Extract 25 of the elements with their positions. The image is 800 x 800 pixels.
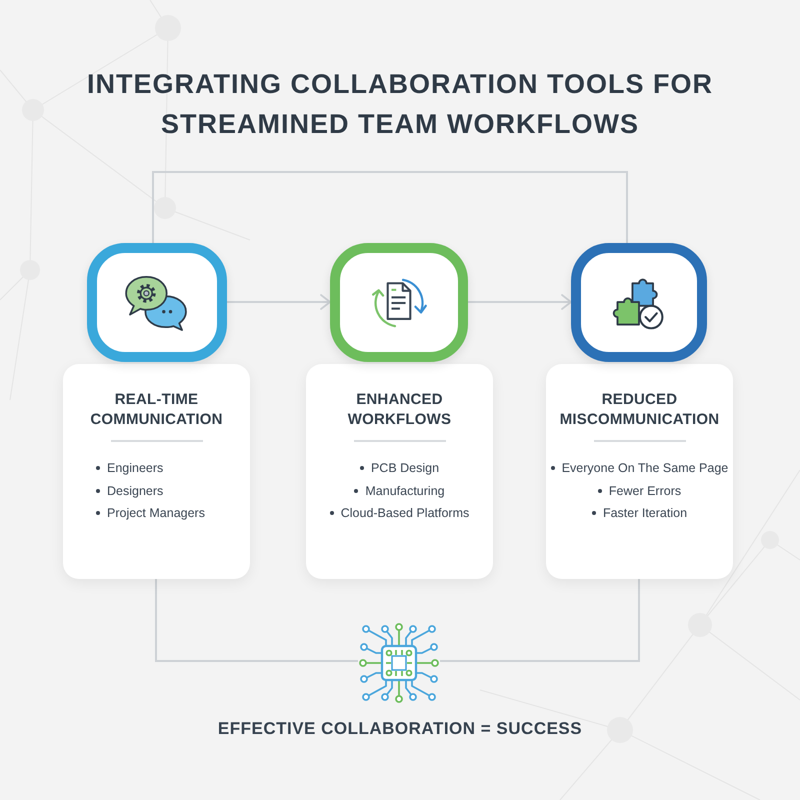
list-item: Manufacturing xyxy=(365,484,445,498)
card-heading: REAL-TIME COMMUNICATION xyxy=(90,390,224,430)
list-item: Cloud-Based Platforms xyxy=(340,506,470,520)
info-card xyxy=(546,364,733,579)
list-item: Project Managers xyxy=(107,506,205,520)
connector-line xyxy=(155,579,358,662)
diagram-title: INTEGRATING COLLABORATION TOOLS FOR STREAMINED TEAM WORKFLOWS xyxy=(86,68,714,141)
card-heading: REDUCED MISCOMMUNICATION xyxy=(559,390,720,430)
icon-tile xyxy=(330,243,468,362)
icon-tile xyxy=(571,243,707,362)
list-item: Fewer Errors xyxy=(608,484,682,498)
tagline: EFFECTIVE COLLABORATION = SUCCESS xyxy=(217,718,583,740)
icon-tile xyxy=(87,243,227,362)
card-heading: ENHANCED WORKFLOWS xyxy=(347,390,452,430)
list-item: Designers xyxy=(107,484,164,498)
info-card xyxy=(63,364,250,579)
connector-line xyxy=(152,171,628,243)
arrow xyxy=(468,294,572,310)
list-item: PCB Design xyxy=(370,461,440,476)
info-card xyxy=(306,364,493,579)
list-item: Faster Iteration xyxy=(602,506,688,520)
connector-line xyxy=(440,579,640,662)
list-item: Everyone On The Same Page xyxy=(562,461,728,476)
list-item: Engineers xyxy=(107,461,164,476)
arrow xyxy=(227,294,331,310)
